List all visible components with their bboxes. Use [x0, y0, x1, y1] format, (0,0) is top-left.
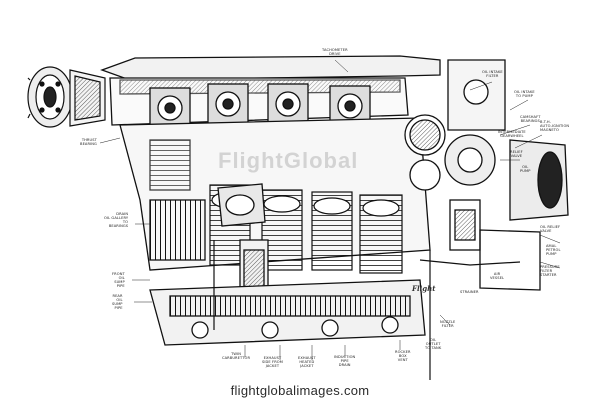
label-induction: INDUCTION PIPE DRAIN [334, 355, 356, 367]
oil-pipes [213, 240, 521, 380]
label-nozzle: NOZZLE FILTER [440, 320, 456, 328]
propeller-hub [27, 66, 106, 128]
accessory-gears [404, 59, 569, 291]
leader-lines [99, 59, 561, 360]
label-rear-oil: REAR OIL SUMP PIPE [112, 294, 123, 310]
label-petrol-pump: AMAL PETROL PUMP [546, 244, 561, 256]
label-relief-valve: RELIEF VALVE [510, 150, 523, 158]
label-exhaust-1: EXHAUST SIDE FROM JACKET [262, 356, 283, 368]
label-oil-outlet: OIL OUTLET TO TANK [425, 338, 442, 350]
label-oil-relief-valve: OIL RELIEF VALVE [540, 225, 561, 233]
label-thrust-bearing: THRUST BEARING [80, 138, 97, 146]
label-oil-intake: OIL INTAKE FILTER [482, 70, 503, 78]
label-tachometer-drive: TACHOMETER DRIVE [322, 48, 348, 56]
label-intermediate-gear: INTERMEDIATE GEARWHEEL [498, 130, 526, 138]
label-exhaust-2: EXHAUST HEATED JACKET [298, 356, 316, 368]
label-air-vessel: AIR VESSEL [490, 272, 505, 280]
label-strainer: STRAINER [460, 290, 479, 294]
label-oil-gallery: DRAIN OIL GALLERY TO BEARINGS [104, 212, 129, 228]
label-starter-motor: PRESSURE FILTER STARTER [540, 265, 560, 277]
label-camshaft: CAMSHAFT BEARINGS [520, 115, 541, 123]
label-front-oil: FRONT OIL SUMP PIPE [112, 272, 125, 288]
label-oil-pump: OIL PUMP [520, 165, 531, 173]
crankcase-top [100, 55, 441, 129]
label-twin-carb: TWIN CARBURETTOR [222, 352, 251, 360]
label-auto-ignition: B.T.H. AUTO-IGNITION MAGNETO [540, 120, 570, 132]
center-watermark: FlightGlobal [218, 148, 359, 173]
label-oil-intake-to-pump: OIL INTAKE TO PUMP [514, 90, 535, 98]
label-rocker-vent: ROCKER BOX VENT [395, 350, 411, 362]
exhaust-manifold [149, 279, 426, 346]
flight-brand-mark: Flight [412, 284, 436, 293]
site-watermark: flightglobalimages.com [230, 383, 370, 398]
